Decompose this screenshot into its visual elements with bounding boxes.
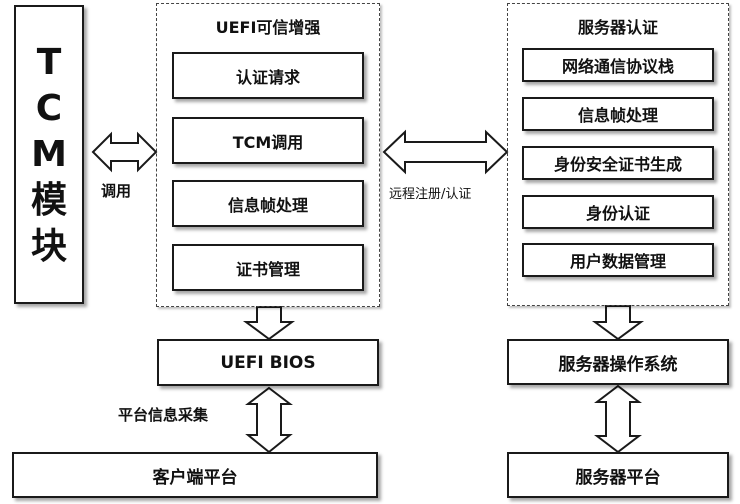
uefi-item-frame-processing: 信息帧处理	[172, 180, 364, 227]
uefi-item-tcm-call: TCM调用	[172, 117, 364, 164]
server-item-user-data: 用户数据管理	[522, 243, 714, 277]
tcm-module-box: T C M 模 块	[14, 5, 84, 304]
uefi-to-bios-arrow	[242, 306, 296, 341]
server-item-cert-generation: 身份安全证书生成	[522, 146, 714, 180]
tcm-char-2: C	[35, 87, 63, 129]
server-item-identity-auth: 身份认证	[522, 195, 714, 229]
tcm-char-3: M	[31, 133, 67, 175]
uefi-bios-box: UEFI BIOS	[157, 339, 379, 386]
tcm-char-4: 模	[30, 179, 67, 221]
remote-double-arrow	[382, 129, 509, 175]
uefi-group-title: UEFI可信增强	[215, 18, 321, 37]
server-auth-group	[507, 3, 729, 306]
uefi-item-auth-request: 认证请求	[172, 52, 364, 99]
uefi-trust-group	[156, 3, 380, 307]
tcm-call-label: 调用	[101, 182, 132, 200]
client-platform-box: 客户端平台	[12, 452, 378, 498]
server-to-os-arrow	[591, 305, 645, 341]
server-item-net-stack: 网络通信协议栈	[522, 48, 714, 82]
uefi-item-cert-management: 证书管理	[172, 244, 364, 291]
tcm-char-5: 块	[30, 225, 67, 267]
server-item-frame-processing: 信息帧处理	[522, 97, 714, 131]
remote-register-auth-label: 远程注册/认证	[389, 187, 472, 202]
tcm-char-1: T	[36, 41, 62, 83]
platform-info-collect-label: 平台信息采集	[118, 406, 209, 424]
tcm-uefi-double-arrow	[91, 131, 158, 173]
server-os-box: 服务器操作系统	[507, 339, 729, 385]
os-platform-double-arrow	[594, 384, 642, 454]
server-group-title: 服务器认证	[577, 18, 658, 37]
server-platform-box: 服务器平台	[507, 452, 729, 498]
bios-client-double-arrow	[245, 386, 293, 454]
